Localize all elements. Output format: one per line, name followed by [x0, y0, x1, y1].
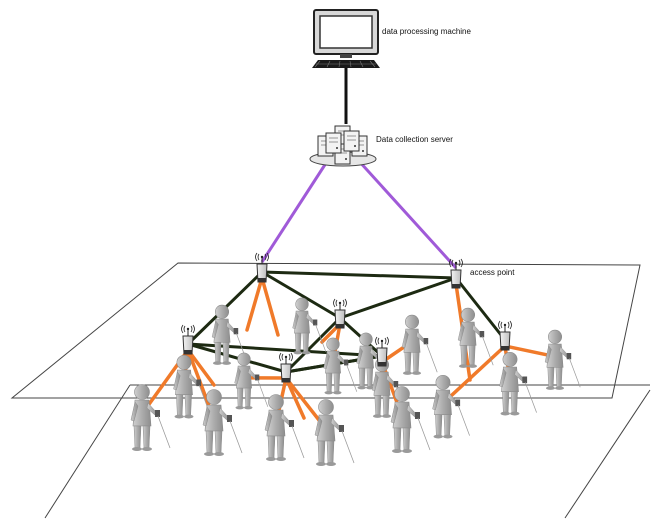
- lower-floor-edge: [45, 385, 130, 518]
- lower-floor-edge: [565, 390, 650, 518]
- processing-machine-label: data processing machine: [382, 27, 471, 36]
- server-cluster-icon: [310, 126, 376, 166]
- mesh-link: [262, 272, 456, 278]
- access-point-label: access point: [470, 268, 514, 277]
- server-ap-link: [262, 160, 328, 262]
- wireless-access-point-icon: [334, 299, 347, 328]
- person-figure: [315, 400, 354, 467]
- person-figure: [324, 338, 357, 395]
- server-ap-link: [358, 160, 456, 268]
- wireless-access-point-icon: [499, 321, 512, 350]
- wireless-access-point-icon: [376, 337, 389, 366]
- mesh-link: [340, 278, 456, 318]
- users-layer: [131, 298, 580, 466]
- wireless-access-point-icon: [280, 353, 293, 382]
- person-figure: [545, 330, 580, 390]
- network-links: [142, 68, 555, 429]
- user-ap-link: [262, 278, 278, 335]
- collection-server-label: Data collection server: [376, 135, 453, 144]
- wireless-access-point-icon: [182, 325, 195, 354]
- person-figure: [131, 385, 170, 452]
- person-figure: [203, 390, 242, 457]
- person-figure: [500, 352, 537, 415]
- desktop-computer-icon: [312, 10, 380, 68]
- person-figure: [402, 315, 437, 375]
- person-figure: [391, 387, 430, 454]
